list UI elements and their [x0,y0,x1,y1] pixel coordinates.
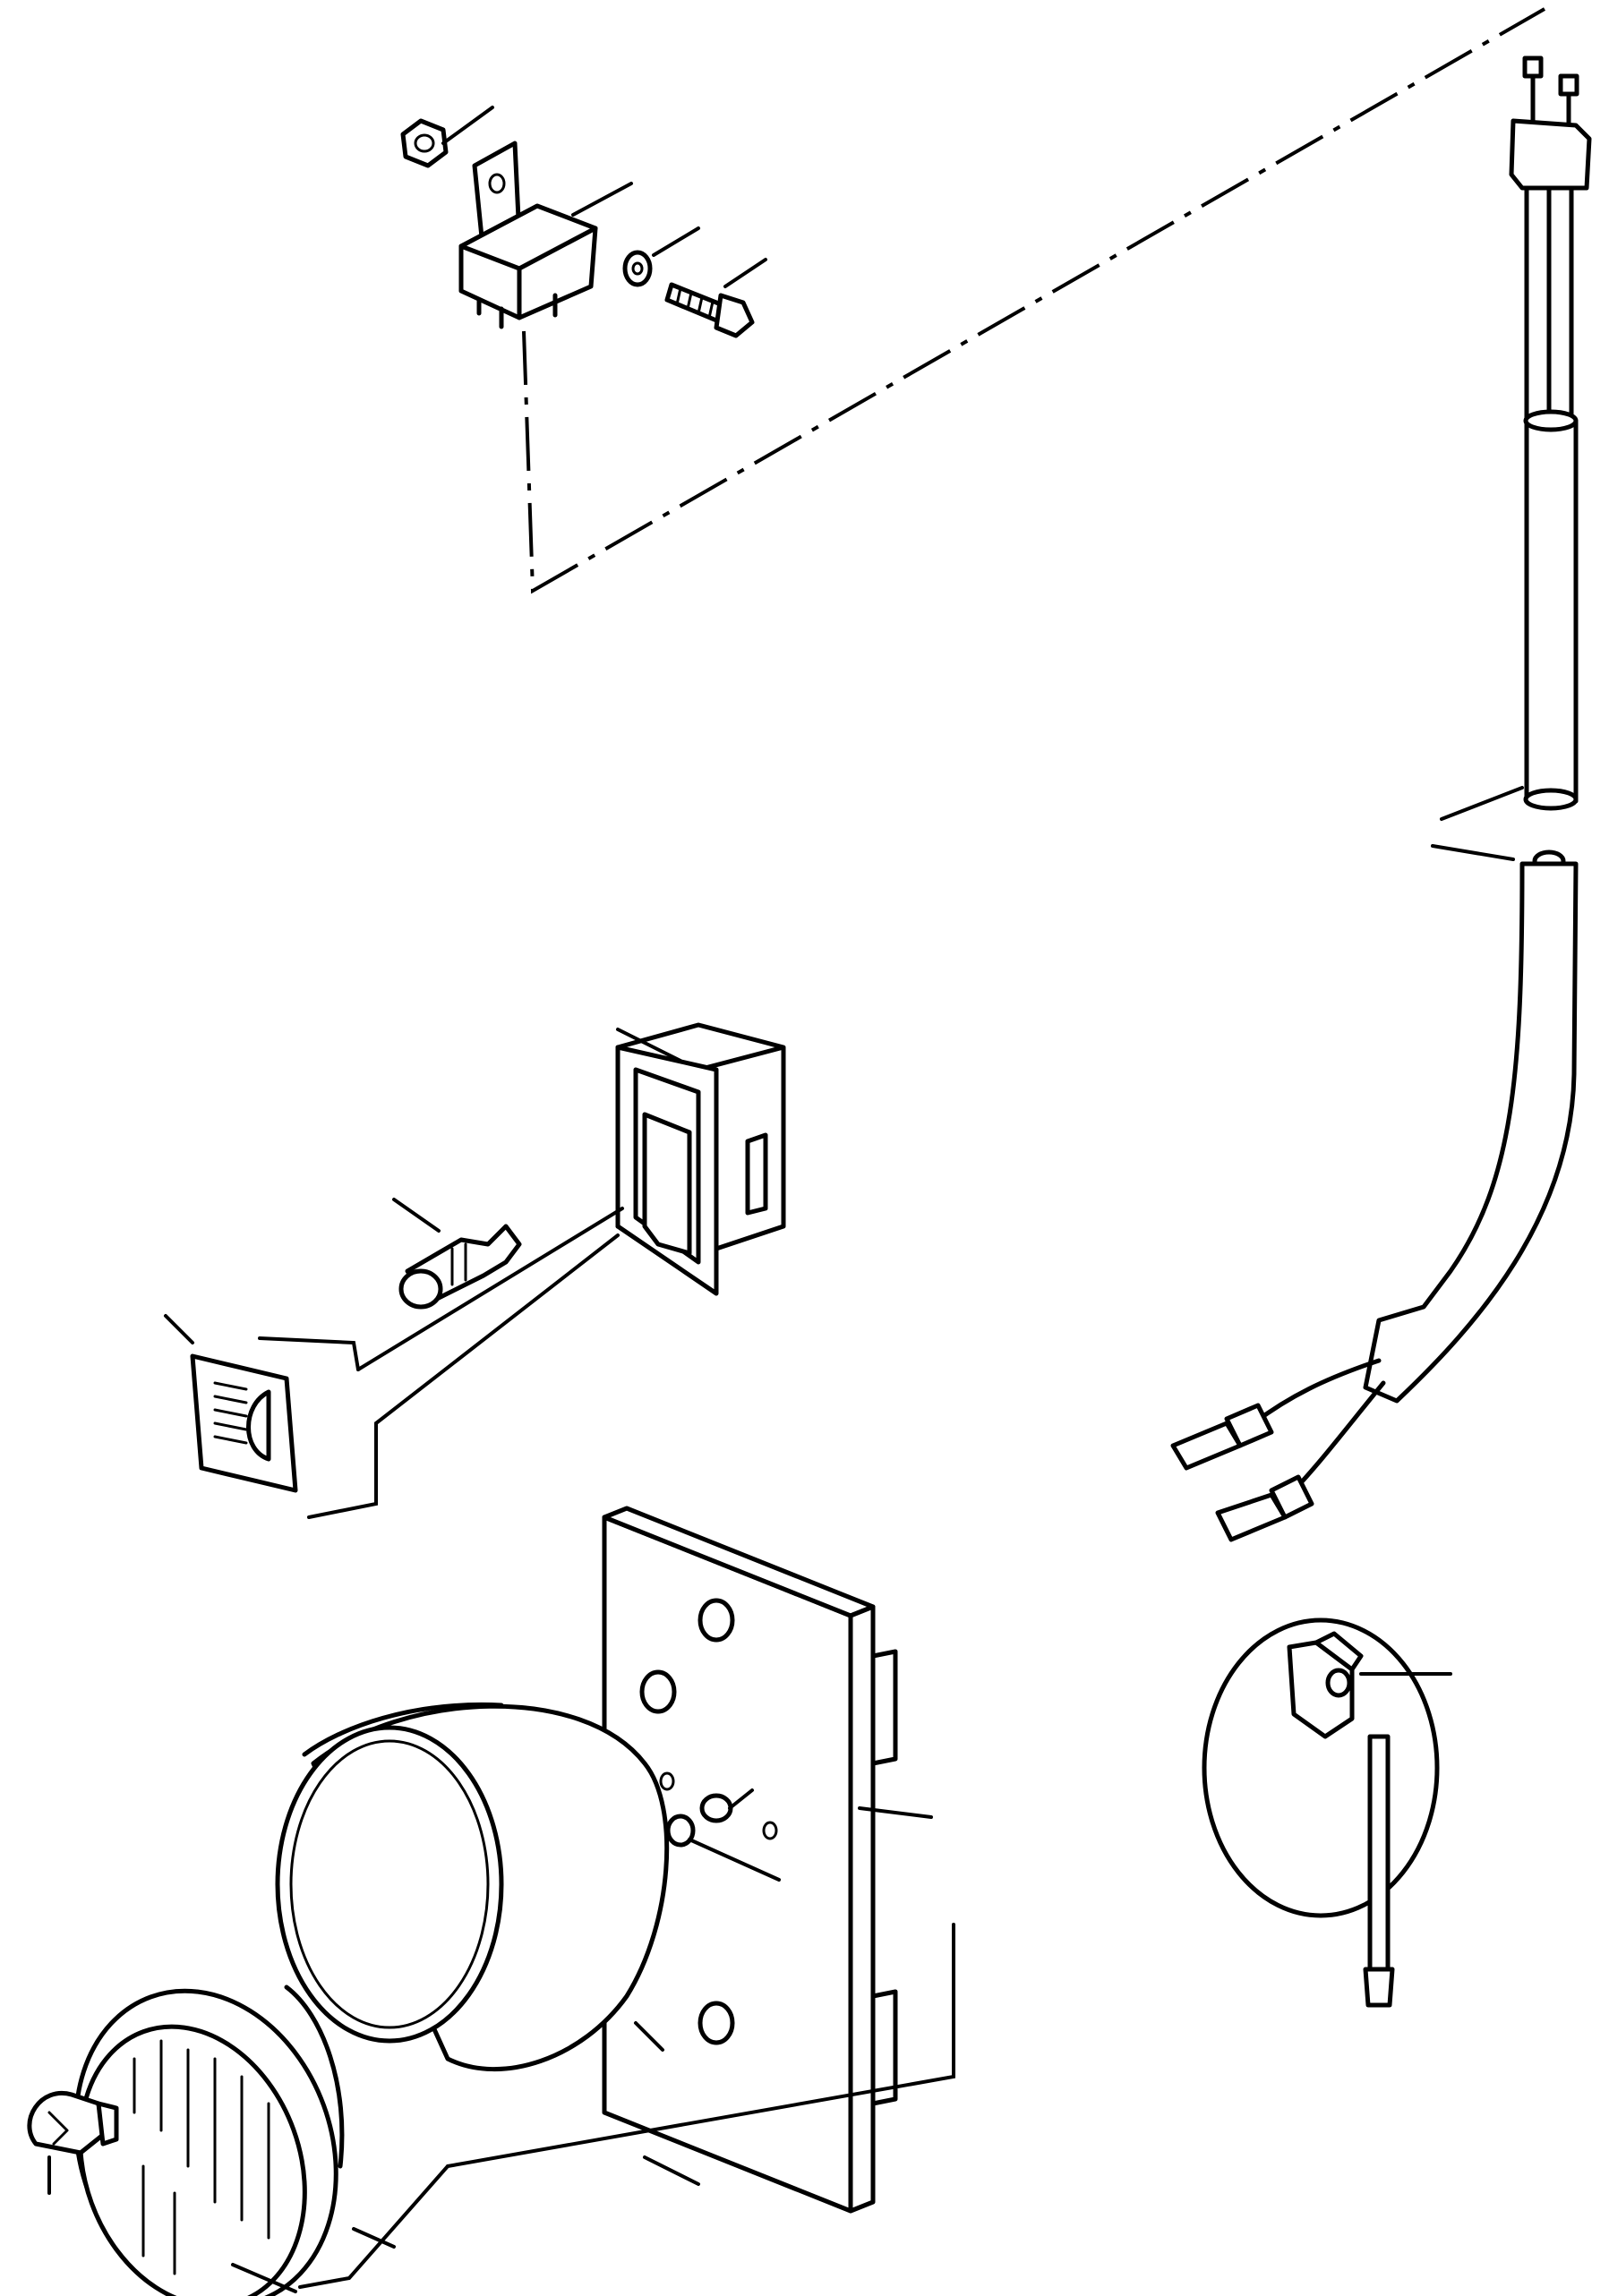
assembly-line [522,7,1545,594]
screw-icon [664,258,767,338]
bulb-icon [392,1198,522,1310]
lamp-housing-icon [275,1702,670,2072]
rocker-switch-icon [356,1022,786,1425]
relay-icon [458,141,633,329]
lamp-bulb-icon [27,2090,119,2195]
washer-icon [622,226,700,287]
ring-pin-icon [1202,1617,1452,2008]
nut-icon [400,106,494,168]
lens-icon [73,1984,396,2296]
harness-icon [1170,55,1592,1542]
light-symbol-icon [164,1314,378,1519]
lamp-group-bracket [298,1923,955,2289]
